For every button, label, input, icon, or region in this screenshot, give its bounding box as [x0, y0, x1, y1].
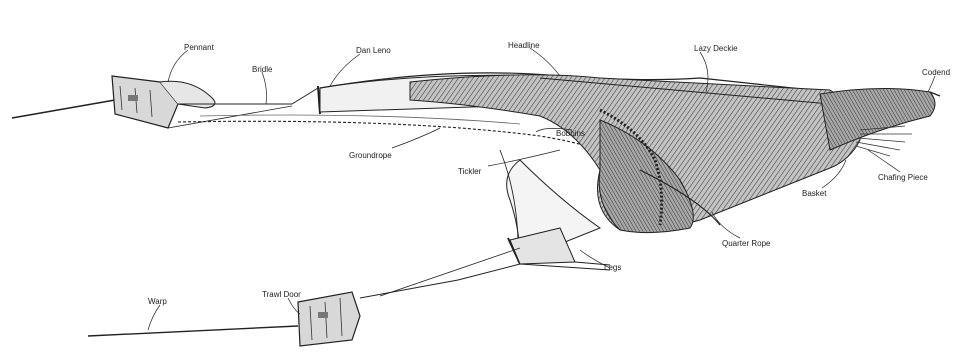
legs-lines	[458, 262, 610, 280]
upper-warp-line	[12, 100, 115, 118]
label-pennant: Pennant	[184, 44, 214, 52]
codend	[820, 88, 940, 150]
lower-warp-line	[88, 326, 298, 336]
label-chafing-piece: Chafing Piece	[878, 174, 928, 182]
label-tickler: Tickler	[458, 168, 481, 176]
lower-trawl-door	[298, 292, 360, 346]
label-legs: Legs	[604, 264, 621, 272]
label-bobbins: Bobbins	[556, 130, 585, 138]
label-quarter-rope: Quarter Rope	[722, 240, 770, 248]
label-groundrope: Groundrope	[349, 152, 392, 160]
groundrope-sweep	[178, 121, 620, 160]
label-trawl-door: Trawl Door	[262, 291, 301, 299]
label-dan-leno: Dan Leno	[356, 47, 391, 55]
upper-trawl-door	[112, 76, 215, 128]
label-lazy-deckie: Lazy Deckie	[694, 45, 738, 53]
label-basket: Basket	[802, 190, 826, 198]
label-warp: Warp	[148, 298, 167, 306]
label-headline: Headline	[508, 42, 540, 50]
label-codend: Codend	[922, 69, 950, 77]
label-bridle: Bridle	[252, 66, 272, 74]
